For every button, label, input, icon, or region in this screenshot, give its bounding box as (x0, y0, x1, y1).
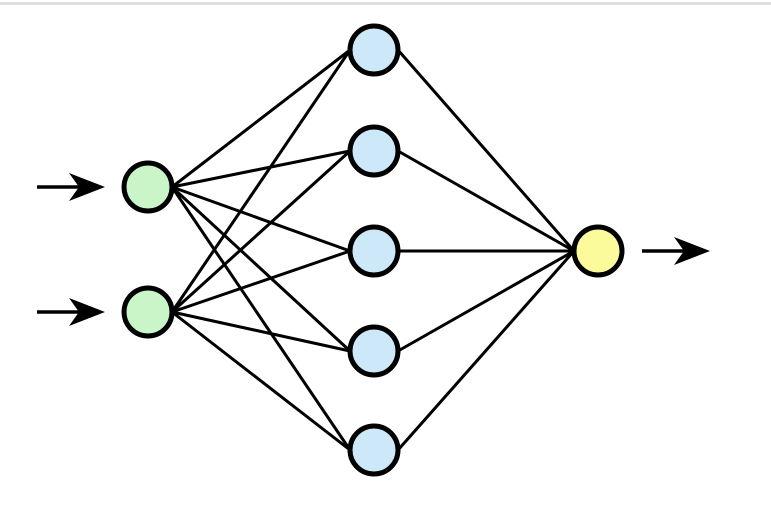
edge-i2-h4 (171, 310, 351, 353)
edge-h5-o1 (396, 250, 576, 451)
hidden-node-5 (347, 423, 401, 477)
edge-i2-h3 (171, 249, 351, 314)
edge-i2-h1 (170, 49, 352, 313)
hidden-node-3 (347, 224, 401, 278)
input-node-1 (121, 160, 175, 214)
output-arrow-head (674, 237, 710, 265)
edge-i1-h5 (170, 186, 352, 451)
input-arrow-1-head (69, 173, 105, 201)
top-divider-line (0, 2, 771, 5)
hidden-node-4 (347, 324, 401, 378)
edge-i1-h2 (171, 149, 351, 189)
edge-i1-h4 (170, 185, 352, 353)
edge-h1-o1 (396, 49, 576, 252)
edge-h2-o1 (397, 149, 575, 253)
hidden-node-2 (347, 124, 401, 178)
edge-h4-o1 (397, 249, 575, 353)
output-node (571, 224, 625, 278)
edge-i1-h1 (171, 48, 351, 189)
edge-i2-h2 (170, 149, 352, 314)
input-arrow-2-head (69, 298, 105, 326)
edge-i2-h5 (171, 310, 351, 452)
hidden-node-1 (347, 23, 401, 77)
input-node-2 (121, 285, 175, 339)
edge-i1-h3 (171, 185, 351, 253)
